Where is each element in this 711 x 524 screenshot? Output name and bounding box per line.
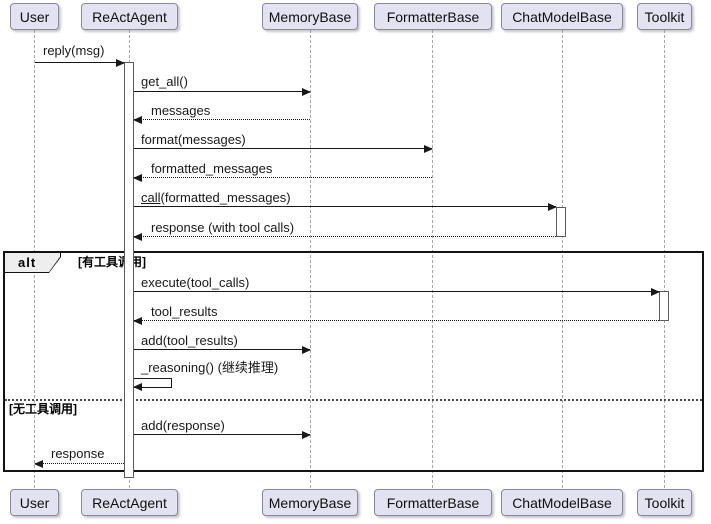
message-label-reply: reply(msg)	[43, 43, 105, 58]
message-label-call: call(formatted_messages)	[141, 190, 291, 205]
message-arrow-execute	[134, 288, 660, 296]
message-arrow-tool-results	[133, 317, 659, 325]
alt-guard-else: [无工具调用]	[9, 402, 77, 416]
participant-user-top: User	[10, 3, 59, 30]
participant-chatmodelbase-top: ChatModelBase	[501, 3, 623, 30]
lifeline-formatterbase	[432, 30, 433, 488]
arrowhead-icon	[133, 317, 142, 325]
arrowhead-icon	[116, 59, 125, 67]
arrowhead-icon	[548, 203, 557, 211]
message-label-reasoning: _reasoning() (继续推理)	[141, 360, 279, 375]
participant-reactagent-bottom: ReActAgent	[81, 489, 178, 516]
alt-operator-tab: alt	[5, 253, 61, 273]
participant-toolkit-bottom: Toolkit	[637, 489, 692, 516]
arrowhead-icon	[34, 460, 43, 468]
participant-chatmodelbase-bottom: ChatModelBase	[501, 489, 623, 516]
arrowhead-icon	[133, 233, 142, 241]
message-arrow-response	[34, 460, 124, 468]
message-label-tool-results: tool_results	[151, 304, 218, 319]
message-arrow-format	[134, 145, 433, 153]
arrowhead-icon	[302, 346, 311, 354]
participant-memorybase-bottom: MemoryBase	[262, 489, 358, 516]
message-label-add-tool-results: add(tool_results)	[141, 333, 238, 348]
arrowhead-icon	[424, 145, 433, 153]
alt-frame	[3, 251, 704, 472]
message-arrow-add-tool-results	[134, 346, 311, 354]
participant-memorybase-top: MemoryBase	[262, 3, 358, 30]
message-arrow-call	[134, 203, 557, 211]
lifeline-chatmodelbase	[562, 30, 563, 488]
message-arrow-formatted-messages	[133, 174, 432, 182]
message-arrow-get-all	[134, 88, 311, 96]
message-label-response: response	[51, 446, 105, 461]
participant-user-bottom: User	[10, 489, 59, 516]
arrowhead-icon	[302, 88, 311, 96]
activation-chatmodelbase	[556, 207, 566, 237]
lifeline-toolkit	[664, 30, 665, 488]
message-selfloop-reasoning	[133, 378, 172, 391]
message-label-add-response: add(response)	[141, 418, 225, 433]
message-arrow-response-tool-calls	[133, 233, 556, 241]
message-label-response-tool-calls: response (with tool calls)	[151, 220, 295, 235]
participant-formatterbase-top: FormatterBase	[374, 3, 492, 30]
message-label-messages: messages	[151, 103, 211, 118]
alt-guard-if: [有工具调用]	[78, 255, 146, 269]
message-label-execute: execute(tool_calls)	[141, 275, 250, 290]
message-arrow-add-response	[134, 431, 311, 439]
message-arrow-reply	[35, 59, 125, 67]
arrowhead-icon	[133, 116, 142, 124]
participant-formatterbase-bottom: FormatterBase	[374, 489, 492, 516]
arrowhead-icon	[302, 431, 311, 439]
arrowhead-icon	[133, 174, 142, 182]
message-label-format: format(messages)	[141, 132, 246, 147]
arrowhead-icon	[651, 288, 660, 296]
participant-reactagent-top: ReActAgent	[81, 3, 178, 30]
participant-toolkit-top: Toolkit	[637, 3, 692, 30]
activation-toolkit	[659, 291, 669, 321]
message-arrow-messages	[133, 116, 310, 124]
activation-reactagent	[124, 62, 134, 478]
alt-operator-label: alt	[18, 255, 37, 270]
alt-else-divider	[5, 399, 702, 401]
message-label-formatted-messages: formatted_messages	[151, 161, 273, 176]
message-label-get-all: get_all()	[141, 74, 188, 89]
lifeline-memorybase	[310, 30, 311, 488]
arrowhead-icon	[133, 383, 142, 391]
